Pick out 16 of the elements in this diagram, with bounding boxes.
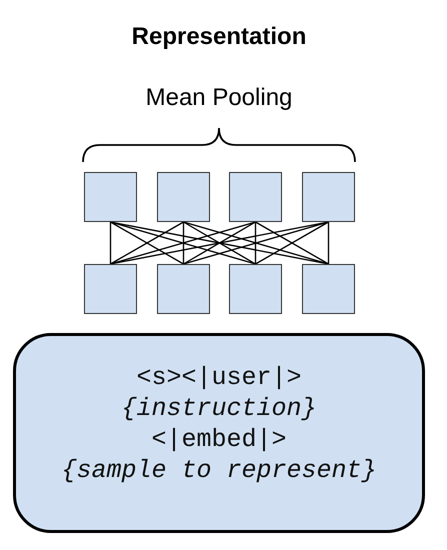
square-node bbox=[302, 264, 355, 314]
prompt-text: <s><|user|> {instruction} <|embed|> {sample to represent} bbox=[61, 362, 377, 486]
square-node bbox=[84, 264, 137, 314]
square-node bbox=[302, 172, 355, 222]
title: Representation bbox=[132, 23, 306, 51]
square-node bbox=[229, 172, 282, 222]
square-node bbox=[229, 264, 282, 314]
square-node bbox=[157, 264, 210, 314]
connector-line bbox=[110, 222, 112, 264]
square-node bbox=[157, 172, 210, 222]
square-node bbox=[84, 172, 137, 222]
connector-line bbox=[182, 222, 184, 264]
pooling-label: Mean Pooling bbox=[146, 84, 292, 112]
connector-line bbox=[254, 222, 256, 264]
prompt-box bbox=[13, 333, 425, 533]
connector-line bbox=[328, 222, 330, 264]
